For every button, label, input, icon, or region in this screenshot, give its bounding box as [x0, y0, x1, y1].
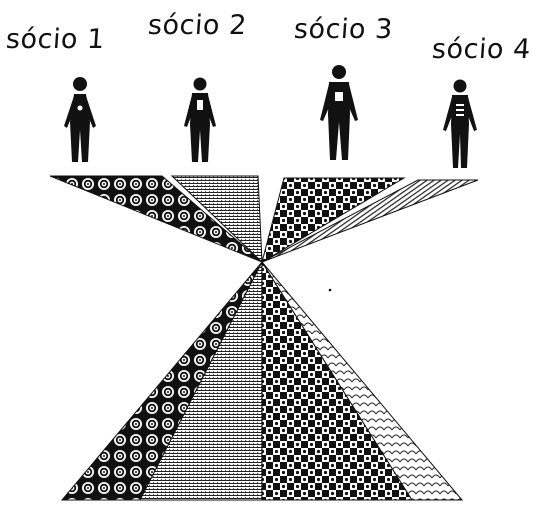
- company-pyramid: [62, 262, 462, 500]
- stray-dot: [329, 289, 332, 292]
- partner-label-3: sócio 3: [293, 14, 394, 45]
- person-figure-icon-3: [320, 65, 358, 160]
- partner-label-4: sócio 4: [431, 34, 532, 65]
- partner-label-1: sócio 1: [5, 24, 106, 55]
- pyramid-section-2: [140, 262, 262, 500]
- person-figure-icon-1: [64, 77, 96, 162]
- upper-fan: [50, 176, 478, 262]
- share-wedge-3: [262, 178, 404, 262]
- person-figure-icon-4: [443, 80, 477, 169]
- person-figure-icon-2: [184, 78, 216, 163]
- partner-label-2: sócio 2: [147, 10, 248, 41]
